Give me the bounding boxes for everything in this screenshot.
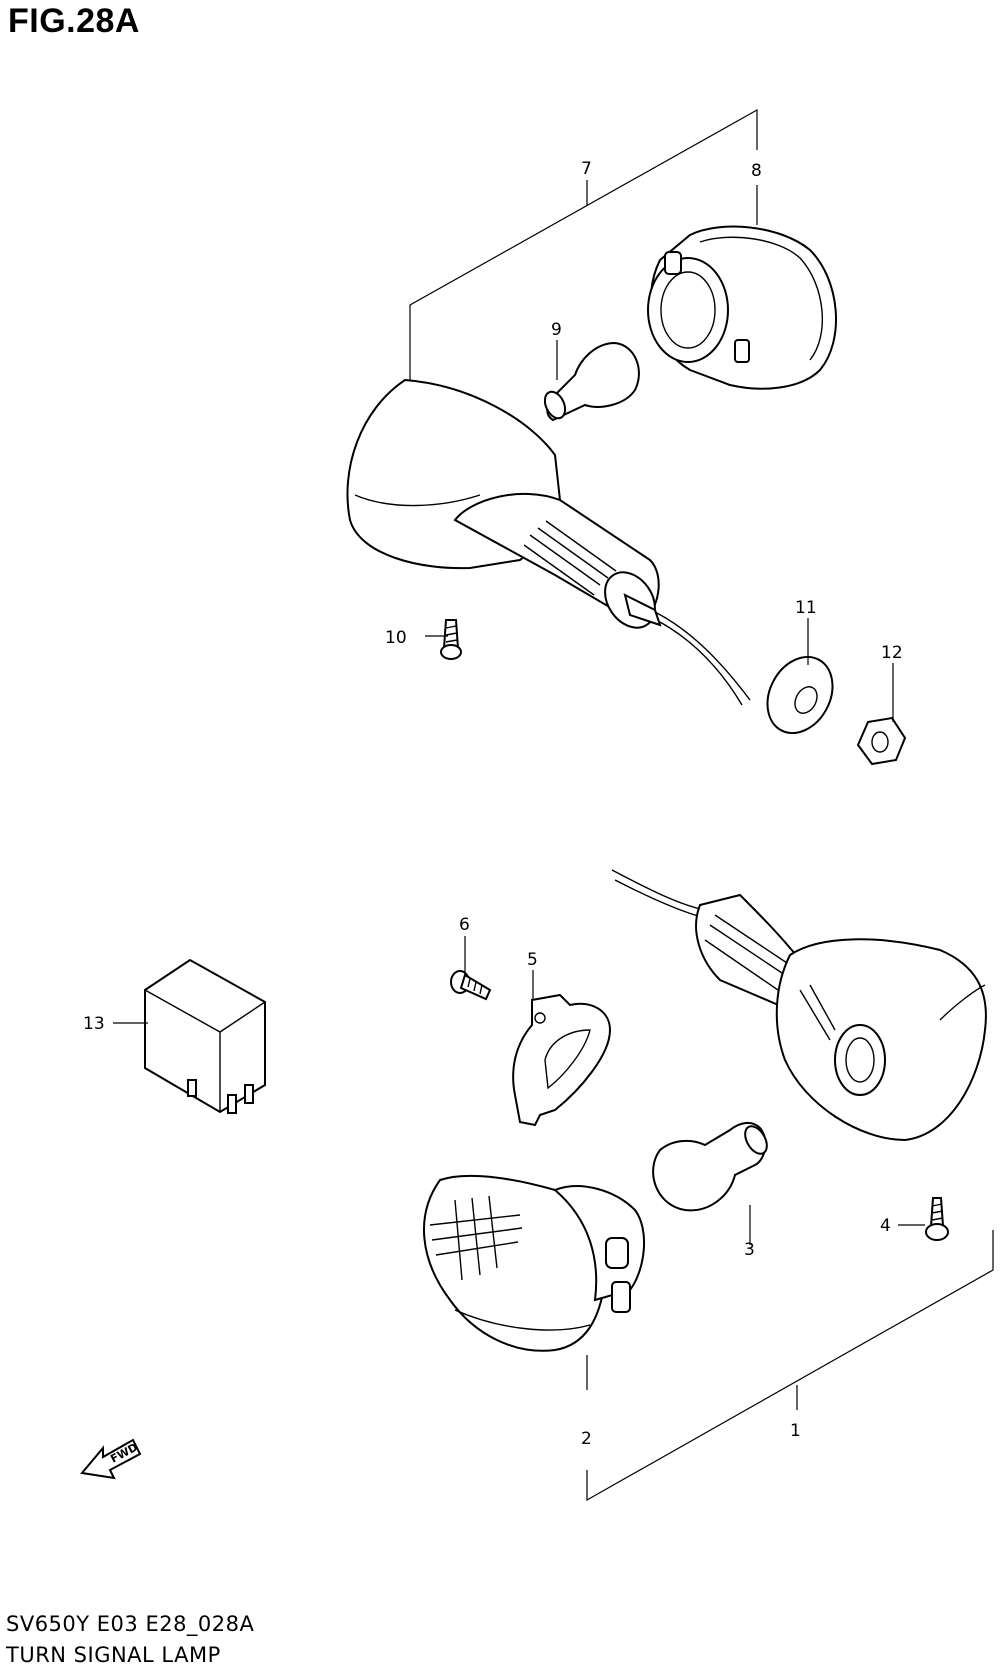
upper-assembly-bracket [409,108,758,385]
forward-direction-arrow: FWD [80,1438,142,1480]
callout-13: 13 [83,1014,105,1034]
relay[interactable] [144,958,266,1114]
lower-lamp-housing[interactable] [611,869,987,1142]
callout-4: 4 [880,1216,891,1236]
upper-lamp-housing[interactable] [346,378,751,706]
callout-12: 12 [881,643,903,663]
callout-11: 11 [795,598,817,618]
callout-labels: 1 2 3 4 5 6 7 8 9 10 11 12 13 [83,159,903,1449]
callout-9: 9 [551,320,562,340]
callout-3: 3 [744,1240,755,1260]
figure-name: TURN SIGNAL LAMP [6,1643,221,1667]
callout-1: 1 [790,1421,801,1441]
callout-7: 7 [581,159,592,179]
upper-bulb[interactable] [541,341,640,422]
figure-title: FIG.28A [8,2,140,40]
callout-10: 10 [385,628,407,648]
callout-8: 8 [751,161,762,181]
lower-bulb[interactable] [652,1122,771,1212]
washer[interactable] [755,646,846,745]
model-code: SV650Y E03 E28_028A [6,1612,255,1636]
callout-2: 2 [581,1429,592,1449]
bracket-screw[interactable] [450,970,492,1001]
callout-6: 6 [459,915,470,935]
upper-lens[interactable] [647,225,837,390]
nut[interactable] [856,716,907,766]
leader-lines [113,185,994,1502]
upper-screw[interactable] [440,619,462,660]
lower-lens[interactable] [423,1174,646,1352]
callout-5: 5 [527,950,538,970]
lower-screw[interactable] [925,1197,949,1241]
bracket-gasket[interactable] [512,993,612,1127]
